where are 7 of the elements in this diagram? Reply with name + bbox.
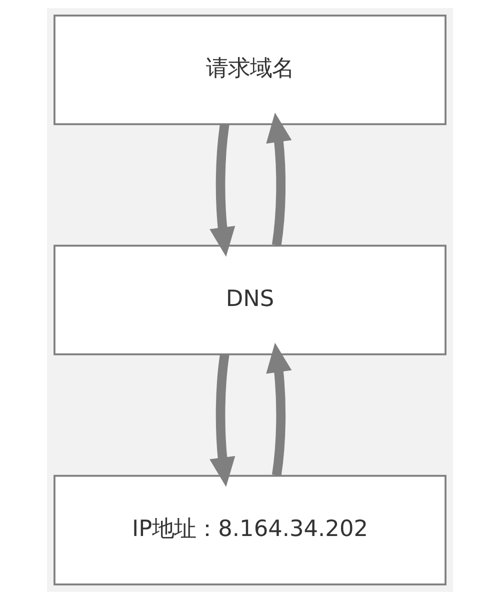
- arrow: [210, 124, 236, 257]
- node-box: DNS: [54, 244, 446, 356]
- arrow: [266, 342, 292, 476]
- arrow: [210, 354, 236, 487]
- node-box: IP地址：8.164.34.202: [54, 474, 446, 586]
- node-box: 请求域名: [54, 14, 446, 126]
- arrow: [266, 112, 292, 246]
